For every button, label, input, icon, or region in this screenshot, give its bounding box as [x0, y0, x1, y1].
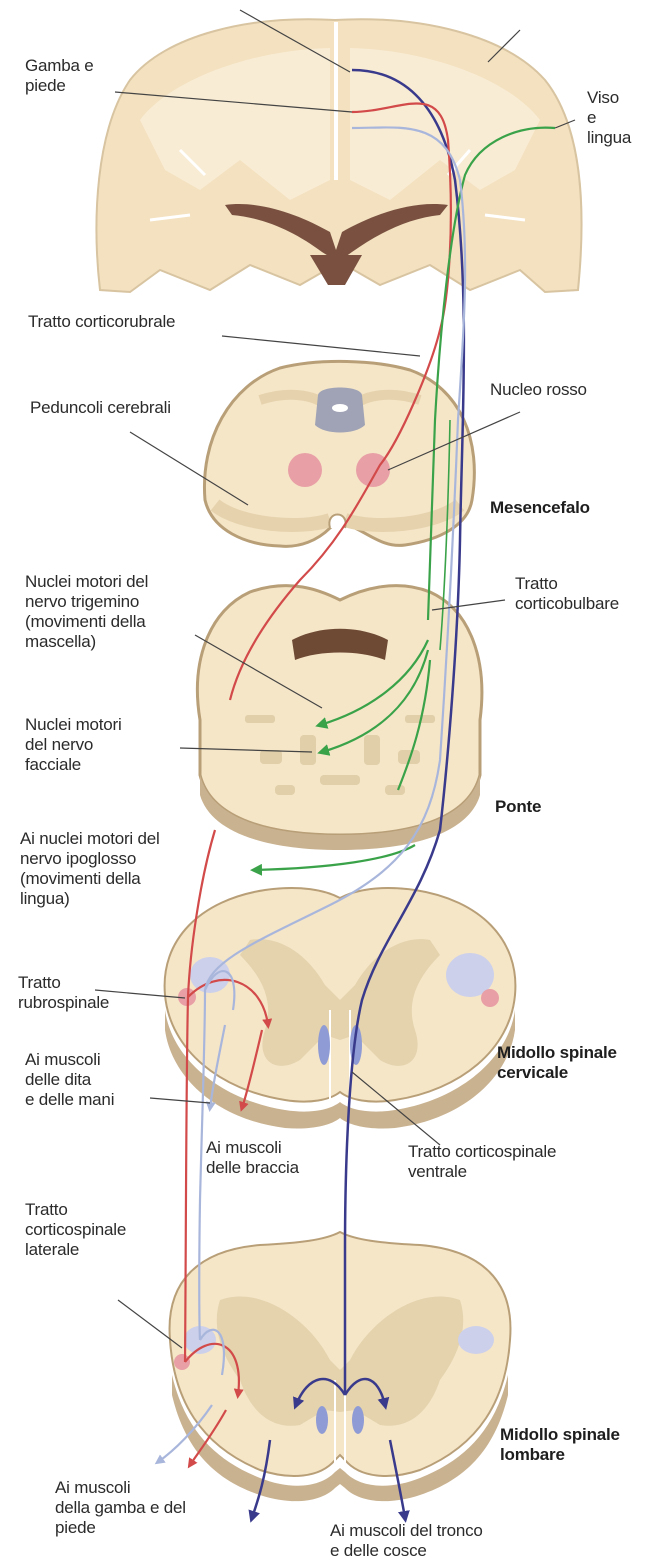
label-cervical-cord: Midollo spinale cervicale	[497, 1043, 617, 1083]
label-facial-nuclei: Nuclei motori del nervo facciale	[25, 715, 122, 775]
red-nucleus-left	[288, 453, 322, 487]
label-corticobulbar-tract: Tratto corticobulbare	[515, 574, 619, 614]
label-lateral-corticospinal: Tratto corticospinale laterale	[25, 1200, 126, 1260]
lumbar-cord-section	[170, 1232, 511, 1501]
cervical-cord-section	[165, 888, 516, 1129]
label-trunk-thigh-muscles: Ai muscoli del tronco e delle cosce	[330, 1521, 483, 1561]
label-leg-foot: Gamba e piede	[25, 56, 94, 96]
label-midbrain: Mesencefalo	[490, 498, 590, 518]
label-trigeminal-nuclei: Nuclei motori del nervo trigemino (movim…	[25, 572, 148, 652]
cerebrum-section	[96, 19, 581, 292]
label-ventral-corticospinal: Tratto corticospinale ventrale	[408, 1142, 556, 1182]
label-leg-foot-muscles: Ai muscoli della gamba e del piede	[55, 1478, 186, 1538]
label-red-nucleus: Nucleo rosso	[490, 380, 587, 400]
label-hypoglossal-nuclei: Ai nuclei motori del nervo ipoglosso (mo…	[20, 829, 160, 909]
label-cerebral-peduncles: Peduncoli cerebrali	[30, 398, 171, 418]
label-finger-hand-muscles: Ai muscoli delle dita e delle mani	[25, 1050, 114, 1110]
label-lumbar-cord: Midollo spinale lombare	[500, 1425, 620, 1465]
label-rubrospinal-tract: Tratto rubrospinale	[18, 973, 109, 1013]
label-face-tongue: Viso e lingua	[587, 88, 631, 148]
label-pons: Ponte	[495, 797, 541, 817]
label-arm-muscles: Ai muscoli delle braccia	[206, 1138, 299, 1178]
label-corticorubral-tract: Tratto corticorubrale	[28, 312, 175, 332]
